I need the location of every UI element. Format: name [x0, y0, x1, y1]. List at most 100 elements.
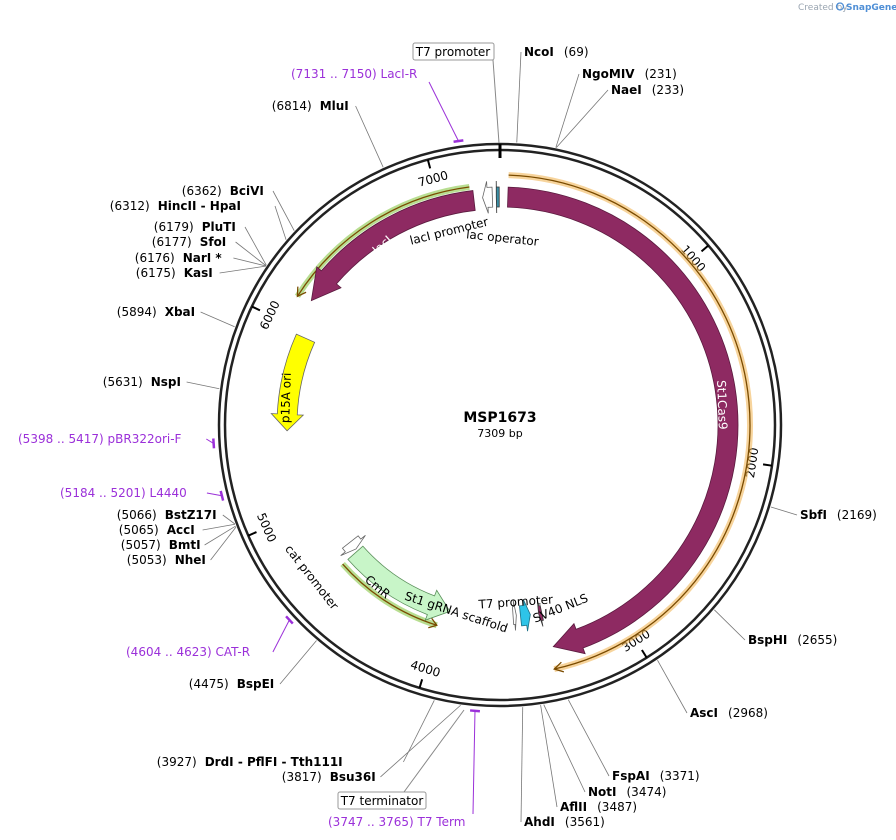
- site-position: (6362): [182, 184, 222, 198]
- site-leader-mlui: [355, 105, 384, 168]
- credit-text: Created by: [798, 3, 848, 13]
- site-leader-noti: [543, 704, 586, 793]
- tick-mark-4000: [418, 679, 424, 689]
- site-position: (3487): [597, 800, 637, 814]
- site-label-ahdi: AhdI(3561): [524, 815, 605, 829]
- site-position: (6175): [136, 266, 176, 280]
- site-position: (6312): [110, 199, 150, 213]
- ori-arrow-label: p15A ori: [278, 372, 294, 423]
- tick-mark-3000: [641, 649, 648, 659]
- site-enzyme: NotI: [588, 785, 617, 799]
- site-leader-sfoi: [235, 241, 267, 267]
- site-position: (6814): [272, 99, 312, 113]
- site-position: (5631): [103, 375, 143, 389]
- t7-promoter-feature-arrow: [519, 599, 531, 632]
- site-position: (6177): [152, 235, 192, 249]
- primer-label-laci-r: (7131 .. 7150) LacI-R: [291, 67, 417, 81]
- site-position: (2169): [837, 508, 877, 522]
- site-label-sfoi: (6177) SfoI: [152, 235, 226, 249]
- site-enzyme: Bsu36I: [330, 770, 376, 784]
- site-enzyme: SfoI: [200, 235, 227, 249]
- site-position: (3474): [627, 785, 667, 799]
- site-position: (5066): [117, 508, 157, 522]
- site-position: (3371): [660, 769, 700, 783]
- t7-promoter-top-label: T7 promoter: [415, 45, 491, 59]
- site-leader-aflii: [540, 705, 558, 808]
- site-label-bmti: (5057) BmtI: [121, 538, 201, 552]
- primer-label-cat-r: (4604 .. 4623) CAT-R: [126, 645, 250, 659]
- site-position: (6179): [154, 220, 194, 234]
- site-position: (5894): [117, 305, 157, 319]
- site-label-nhei: (5053) NheI: [127, 553, 206, 567]
- site-leader-kasi: [219, 265, 266, 274]
- plasmid-name: MSP1673: [463, 410, 536, 426]
- t7-promoter-top-leader: [492, 59, 500, 144]
- site-leader-hincii-hpai: [274, 205, 287, 240]
- cmr-feature-arrow: [347, 545, 451, 621]
- site-enzyme: BmtI: [169, 538, 201, 552]
- site-enzyme: DrdI - PflFI - Tth111I: [205, 755, 343, 769]
- site-enzyme: HincII - HpaI: [158, 199, 241, 213]
- tick-mark-5000: [247, 531, 257, 537]
- site-label-bspei: (4475)BspEI: [189, 677, 274, 691]
- cmr-track-head: [428, 617, 438, 629]
- tick-label-7000: 7000: [416, 168, 449, 190]
- site-label-drdi-pflfi-tth111i: (3927)DrdI - PflFI - Tth111I: [157, 755, 343, 769]
- site-leader-naei: [556, 89, 609, 148]
- cat-promoter-feature-arrow: [340, 534, 366, 556]
- primer-sites: (7131 .. 7150) LacI-R(5398 .. 5417) pBR3…: [18, 67, 481, 829]
- site-label-acci: (5065)AccI: [119, 523, 195, 537]
- site-enzyme: NarI *: [183, 251, 223, 265]
- site-leader-bcivi: [272, 190, 295, 231]
- site-position: (69): [564, 45, 589, 59]
- site-leader-nari: [233, 257, 267, 267]
- site-label-ncoi: NcoI(69): [524, 45, 589, 59]
- plasmid-size: 7309 bp: [477, 427, 522, 440]
- restriction-sites: NcoI(69)NgoMIV(231)NaeI(233)SbfI(2169)Bs…: [103, 45, 877, 829]
- site-position: (5053): [127, 553, 167, 567]
- site-enzyme: AflII: [560, 800, 587, 814]
- laci-track-head: [296, 286, 307, 298]
- cas9-track-head: [553, 661, 565, 673]
- site-position: (2655): [797, 633, 837, 647]
- site-enzyme: NheI: [175, 553, 206, 567]
- site-leader-bspei: [279, 640, 317, 685]
- site-position: (5065): [119, 523, 159, 537]
- tick-label-4000: 4000: [409, 658, 442, 680]
- site-leader-ahdi: [520, 707, 524, 823]
- grna-scaffold-feature-arrow: [512, 600, 517, 631]
- primer-mark-t7-term: [469, 709, 481, 713]
- site-label-sbfi: SbfI(2169): [800, 508, 877, 522]
- primer-label-l4440: (5184 .. 5201) L4440: [60, 486, 187, 500]
- snapgene-logo-icon: [835, 2, 845, 11]
- site-enzyme: PluTI: [202, 220, 236, 234]
- site-label-noti: NotI (3474): [588, 785, 666, 799]
- credit-brand: SnapGene: [846, 3, 896, 13]
- site-label-bsu36i: (3817)Bsu36I: [282, 770, 376, 784]
- site-position: (3561): [565, 815, 605, 829]
- site-enzyme: BciVI: [230, 184, 264, 198]
- site-leader-bstz17i: [222, 514, 236, 525]
- sv40-nls-feature-arrow: [536, 599, 544, 627]
- primer-mark-cat-r: [285, 615, 294, 625]
- site-label-hincii-hpai: (6312) HincII - HpaI: [110, 199, 241, 213]
- cas9-feature-arrow: [507, 186, 739, 655]
- primer-leader-laci-r: [428, 81, 459, 142]
- lac-operator-feature-box: [495, 181, 500, 214]
- site-leader-nhei: [210, 526, 237, 561]
- site-leader-ncoi: [516, 51, 522, 143]
- laci-feature-arrow: [310, 190, 476, 302]
- primer-mark-l4440: [219, 490, 225, 501]
- site-leader-acci: [202, 523, 236, 531]
- site-label-bsphi: BspHI(2655): [748, 633, 837, 647]
- site-label-naei: NaeI(233): [611, 83, 684, 97]
- feature-tracks: [294, 172, 753, 673]
- site-enzyme: BspEI: [237, 677, 275, 691]
- site-enzyme: KasI: [184, 266, 213, 280]
- site-position: (5057): [121, 538, 161, 552]
- site-label-nari: (6176)NarI *: [135, 251, 223, 265]
- tick-mark-7000: [426, 159, 432, 169]
- primer-mark-laci-r: [453, 139, 464, 144]
- t7-terminator-box: [337, 791, 427, 810]
